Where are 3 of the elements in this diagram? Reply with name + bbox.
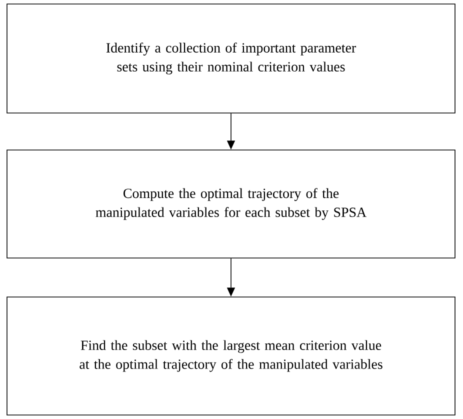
process-box: Find the subset with the largest mean criterion value at the optimal trajectory of the manipulated variables <box>6 296 456 416</box>
process-box: Compute the optimal trajectory of the manipulated variables for each subset by SPSA <box>6 150 456 258</box>
process-box: Identify a collection of important parameter sets using their nominal criterion values <box>6 4 456 114</box>
